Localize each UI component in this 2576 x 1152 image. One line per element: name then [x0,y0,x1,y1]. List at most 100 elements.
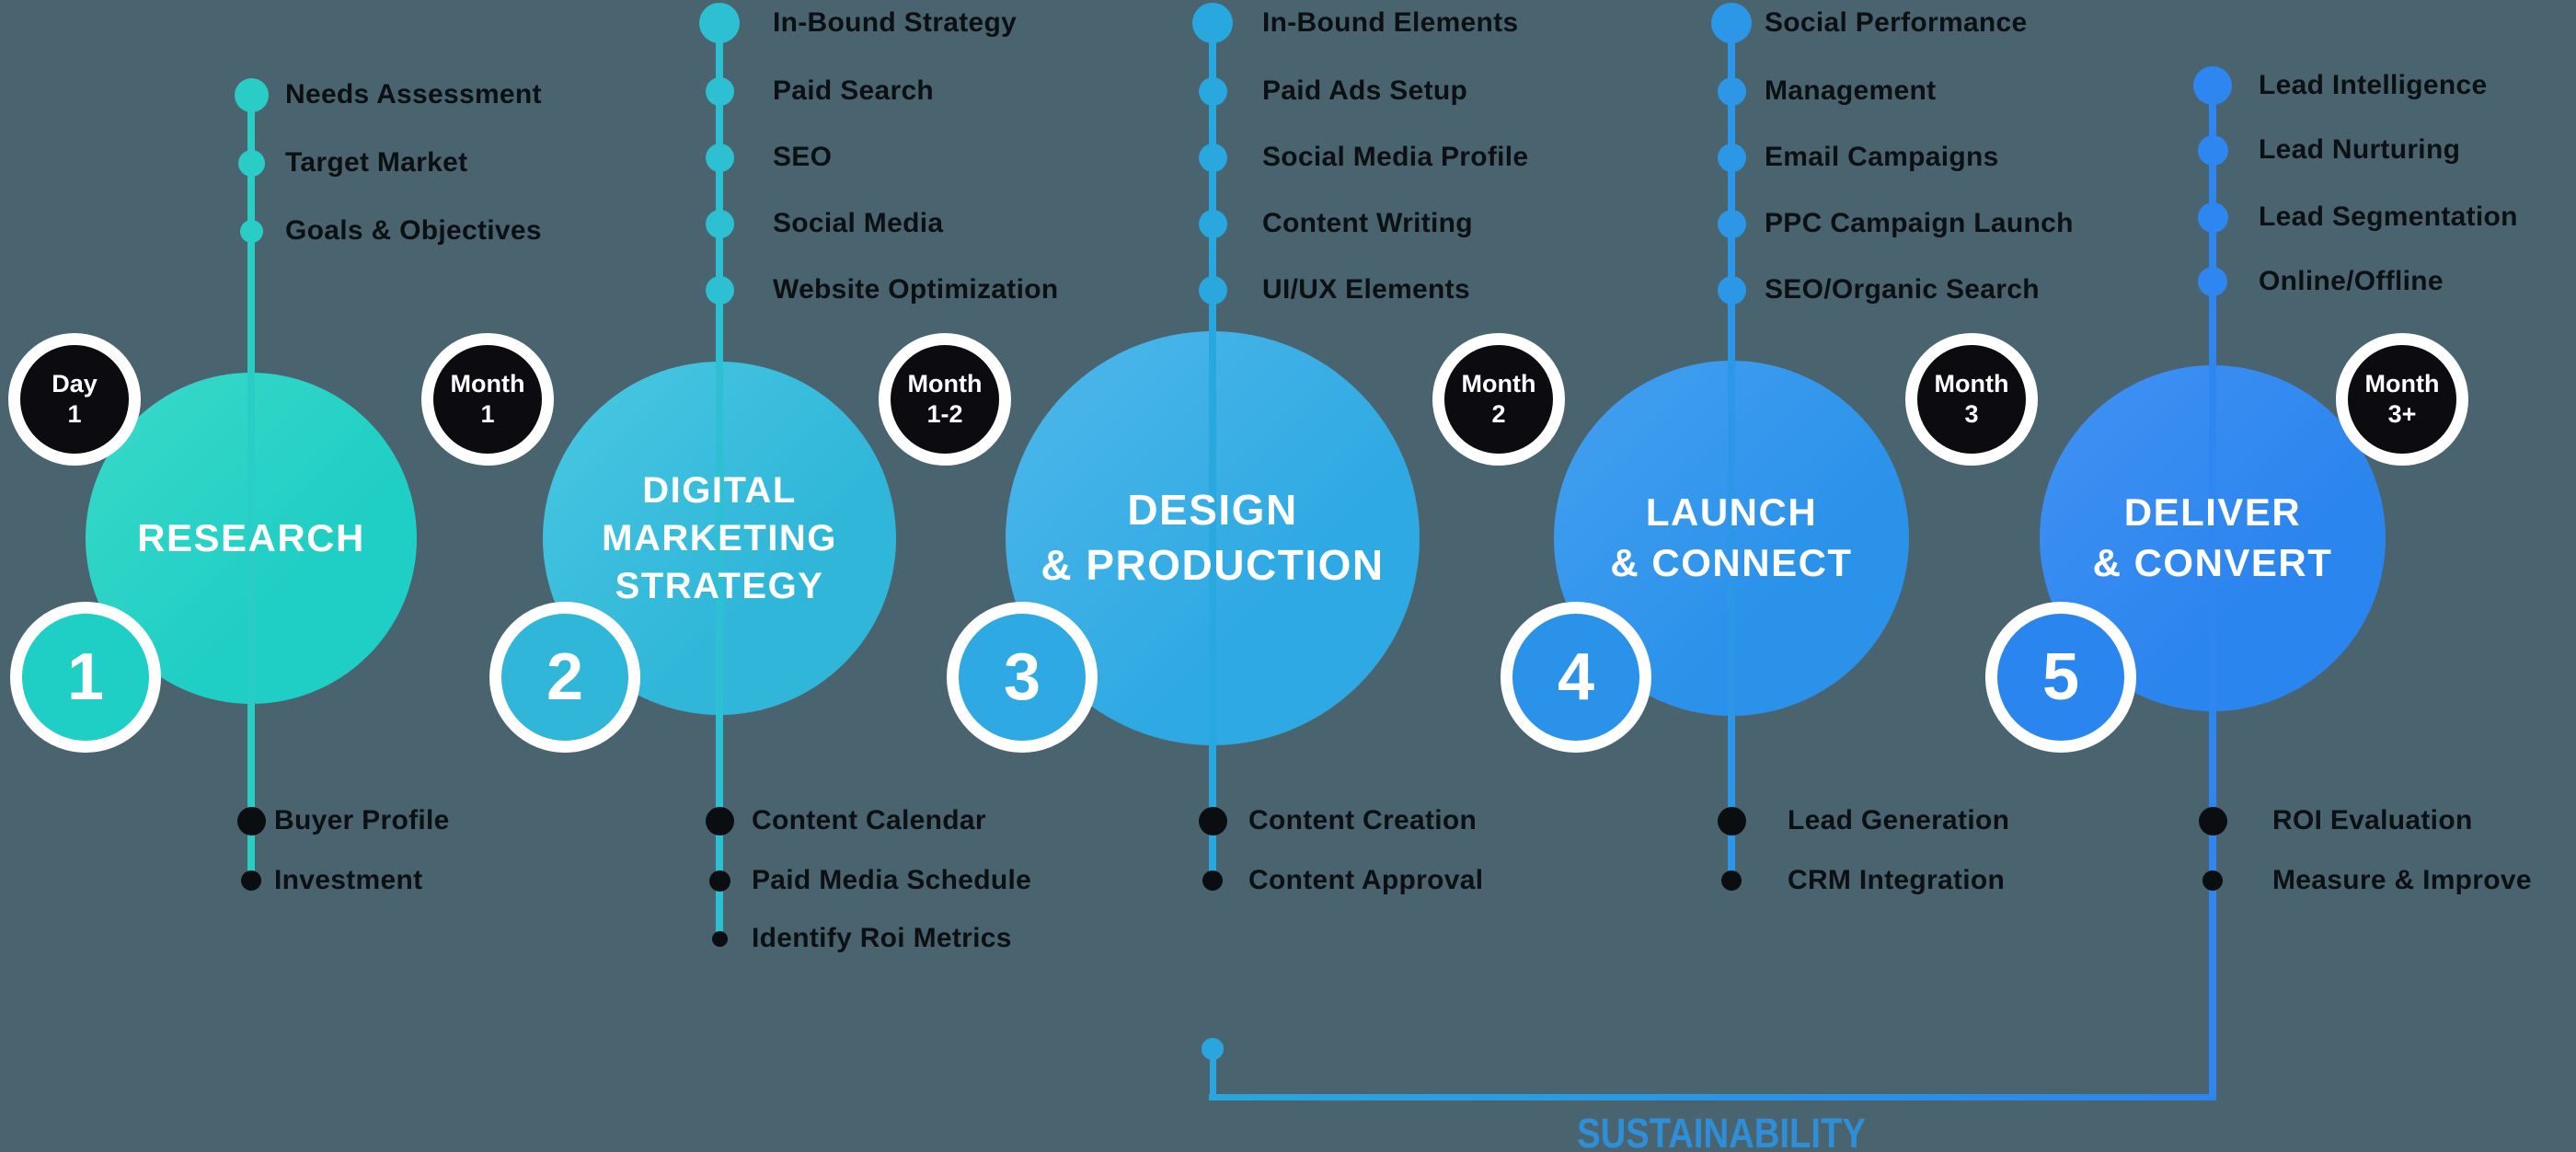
deliverable-label: Lead Nurturing [2259,134,2461,165]
deliverable-dot [239,219,263,243]
stage-title-line: STRATEGY [615,566,824,606]
stage-number-badge-4: 4 [1501,602,1651,753]
deliverable-dot [711,930,728,947]
deliverable-label: ROI Evaluation [2272,805,2473,835]
milestone-text-top: Month [1461,370,1536,398]
deliverable-label: Content Approval [1248,865,1484,895]
deliverable-label: Paid Ads Setup [1262,75,1468,106]
stage-title-1: RESEARCH [86,373,417,704]
sustainability-loop-dot [1202,1038,1224,1060]
stage-line-5 [2209,86,2216,1097]
stage-line-1 [247,95,255,881]
stage-title-line: & CONVERT [2092,541,2333,584]
deliverable-dot [705,806,734,835]
milestone-text-bottom: 1-2 [926,400,963,428]
deliverable-dot [2193,66,2232,105]
deliverable-dot [1192,3,1233,43]
deliverable-label: Social Performance [1765,7,2028,38]
stage-number-badge-2: 2 [489,602,640,753]
deliverable-label: Lead Intelligence [2259,70,2488,100]
deliverable-label: Target Market [285,147,468,178]
deliverable-dot [236,806,266,835]
deliverable-dot [1198,76,1227,106]
stage-number-badge-1: 1 [10,602,161,753]
deliverable-label: CRM Integration [1788,865,2006,895]
stage-title-line: & CONNECT [1610,541,1853,584]
stage-number: 4 [1557,640,1595,714]
deliverable-dot [705,275,734,305]
deliverable-label: Paid Search [773,75,935,106]
deliverable-label: Management [1765,75,1937,106]
deliverable-label: UI/UX Elements [1262,274,1470,305]
stage-number: 3 [1003,640,1041,714]
deliverable-dot [2202,870,2223,891]
milestone-text-top: Month [450,370,525,398]
deliverable-dot [705,143,734,172]
deliverable-dot [1717,143,1746,172]
stage-number-badge-3: 3 [947,602,1098,753]
deliverable-dot [2198,806,2227,835]
deliverable-dot [1198,275,1227,305]
deliverable-label: Social Media [773,208,944,238]
sustainability-loop-left-line [1209,1049,1216,1100]
stage-number-badge-5: 5 [1985,602,2136,753]
deliverable-label: Buyer Profile [274,805,450,835]
stage-title-line: MARKETING [602,518,837,559]
deliverable-label: Measure & Improve [2272,865,2532,895]
stage-title-4: LAUNCH & CONNECT [1554,361,1909,716]
deliverable-dot [1198,209,1227,238]
stage-title-line: RESEARCH [137,515,365,559]
stage-number: 1 [66,640,105,714]
stage-line-3 [1209,23,1216,881]
milestone-text-top: Month [1934,370,2009,398]
deliverable-dot [241,870,261,891]
deliverable-label: In-Bound Elements [1262,7,1519,38]
sustainability-loop-bottom-line [1209,1094,2216,1100]
milestone-text-bottom: 1 [480,400,495,428]
deliverable-label: Website Optimization [773,274,1059,305]
stage-number: 5 [2041,640,2080,714]
milestone-text-top: Day [52,370,98,398]
milestone-text-bottom: 2 [1491,400,1506,428]
milestone-text-bottom: 1 [67,400,82,428]
deliverable-label: In-Bound Strategy [773,7,1018,38]
stage-line-4 [1728,23,1735,881]
deliverable-label: Content Creation [1248,805,1478,835]
deliverable-dot [705,76,734,106]
deliverable-dot [699,3,740,43]
deliverable-dot [237,149,265,177]
stage-title-5: DELIVER& CONVERT [2040,365,2386,711]
deliverable-label: SEO [773,142,833,172]
deliverable-label: Identify Roi Metrics [752,923,1012,953]
stage-title-line: LAUNCH [1645,490,1818,535]
deliverable-label: SEO/Organic Search [1765,274,2040,305]
deliverable-dot [234,77,269,112]
deliverable-dot [1198,143,1227,172]
sustainability-label: SUSTAINABILITY [1577,1110,1866,1152]
milestone-text-top: Month [907,370,983,398]
deliverable-dot [2197,202,2228,233]
stage-title-line: & PRODUCTION [1041,541,1385,589]
stage-number: 2 [546,640,584,714]
deliverable-dot [1717,209,1746,238]
deliverable-dot [708,870,730,892]
deliverable-dot [2197,134,2228,166]
deliverable-dot [1721,870,1742,891]
stage-title-line: DIGITAL [642,470,797,511]
deliverable-label: Email Campaigns [1765,142,1999,172]
deliverable-label: Goals & Objectives [285,215,542,246]
deliverable-label: Lead Generation [1788,805,2010,835]
stage-title-line: DESIGN [1127,486,1298,535]
milestone-text-bottom: 3 [1964,400,1979,428]
milestone-text-bottom: 3+ [2387,400,2417,428]
stage-title-2: DIGITAL MARKETING STRATEGY [543,362,896,715]
deliverable-dot [1711,3,1752,43]
stage-title-3: DESIGN & PRODUCTION [1006,331,1420,745]
deliverable-dot [1717,806,1746,835]
stage-line-2 [716,23,723,939]
